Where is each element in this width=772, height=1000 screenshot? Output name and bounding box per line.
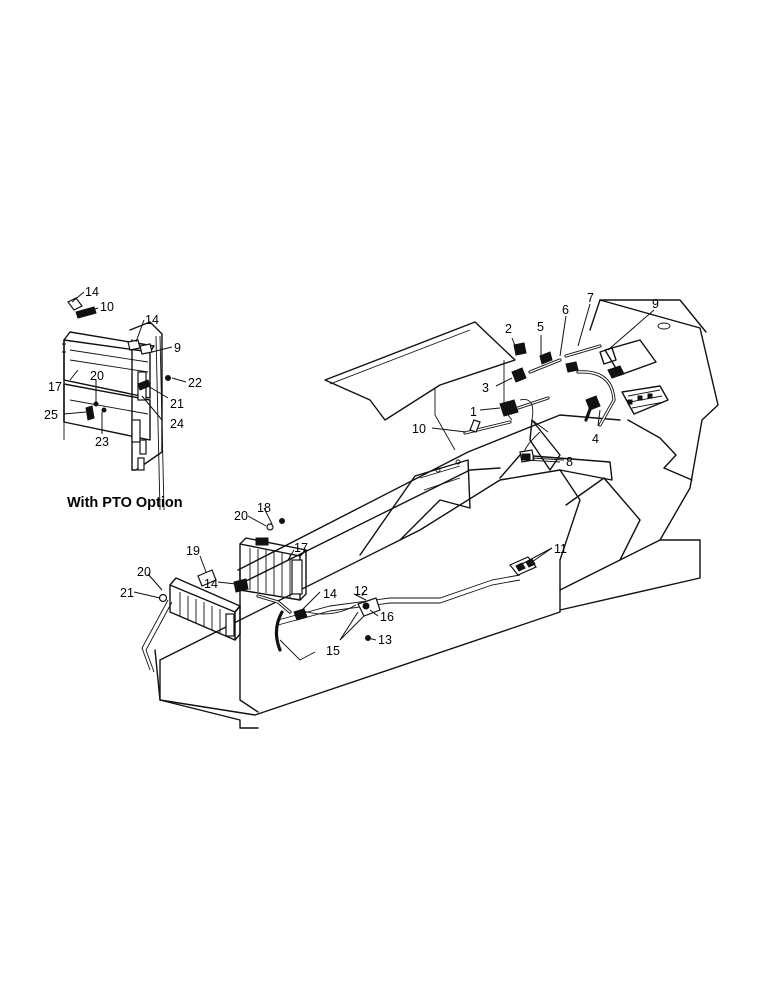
callout-label: 14 — [145, 313, 159, 327]
callout-label: 11 — [554, 542, 567, 556]
callout-label: 12 — [354, 584, 368, 598]
callout-label: 22 — [188, 376, 202, 390]
callout-label: 2 — [505, 322, 512, 336]
callout-label: 21 — [120, 586, 134, 600]
callout-label: 16 — [380, 610, 394, 624]
callout-label: 17 — [48, 380, 62, 394]
callout-label: 25 — [44, 408, 58, 422]
callout-label: 9 — [652, 297, 659, 311]
callout-label: 10 — [100, 300, 114, 314]
hydraulic-hoses — [463, 342, 616, 463]
oil-cooler-lower — [141, 569, 241, 673]
callout-label: 14 — [204, 577, 218, 591]
callout-label: 9 — [174, 341, 181, 355]
callout-label: 6 — [562, 303, 569, 317]
inset-callouts: 14 10 14 9 17 20 22 21 24 25 23 With PTO… — [44, 285, 202, 511]
callout-label: 3 — [482, 381, 489, 395]
callout-label: 20 — [234, 509, 248, 523]
cooler-hose-fittings — [233, 578, 357, 652]
callout-label: 7 — [587, 291, 594, 305]
machine-frame — [154, 299, 719, 729]
hose-clamps — [357, 556, 537, 641]
callout-label: 4 — [592, 432, 599, 446]
callout-label: 13 — [378, 633, 392, 647]
callout-label: 1 — [470, 405, 477, 419]
callout-label: 24 — [170, 417, 184, 431]
callout-label: 10 — [412, 422, 426, 436]
callout-label: 23 — [95, 435, 109, 449]
main-callouts: 2 5 6 7 9 3 1 10 4 8 18 20 17 19 14 20 2… — [120, 291, 659, 658]
leader-lines — [63, 291, 655, 641]
inset-caption: With PTO Option — [67, 495, 183, 511]
oil-cooler-upper — [239, 518, 307, 601]
callout-label: 8 — [566, 455, 573, 469]
callout-label: 18 — [257, 501, 271, 515]
pto-option-inset — [62, 297, 171, 511]
callout-label: 21 — [170, 397, 184, 411]
callout-label: 14 — [323, 587, 337, 601]
callout-label: 20 — [90, 369, 104, 383]
callout-label: 14 — [85, 285, 99, 299]
callout-label: 15 — [326, 644, 340, 658]
callout-label: 17 — [294, 541, 308, 555]
control-valve-assembly — [599, 339, 669, 415]
callout-label: 20 — [137, 565, 151, 579]
callout-label: 5 — [537, 320, 544, 334]
callout-label: 19 — [186, 544, 200, 558]
